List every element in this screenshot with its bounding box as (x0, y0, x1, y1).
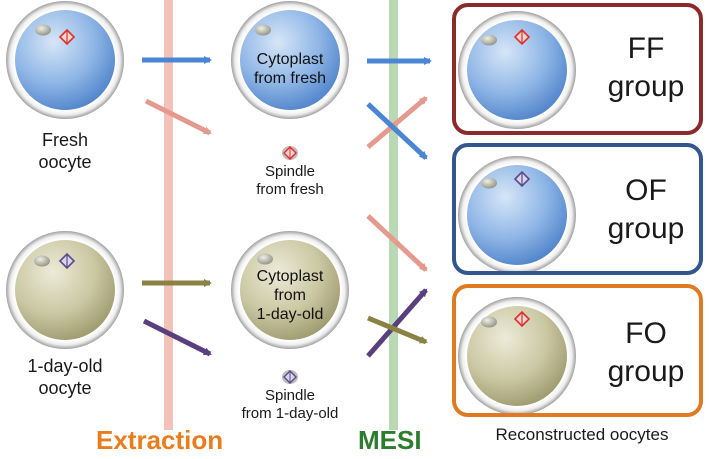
of-group-label: OF group (607, 174, 685, 245)
reconstructed-of-oocyte (458, 156, 576, 274)
spindle-icon (513, 310, 531, 328)
cytoplast-fresh-label: Cytoplast from fresh (253, 51, 326, 88)
spindle-old-label: Spindle from 1-day-old (241, 387, 339, 422)
mesi-step-label: MESI (358, 425, 422, 455)
extraction-step-label: Extraction (96, 425, 224, 455)
spindle-icon (58, 28, 76, 46)
fo-group-box (452, 284, 703, 417)
fo-spindle-arrow (366, 214, 428, 272)
fo-cytoplast-arrow (367, 315, 428, 345)
fresh-oocyte (6, 1, 124, 119)
ff-group-label: FF group (607, 32, 685, 103)
of-group-box (452, 143, 703, 275)
fo-group-label: FO group (607, 317, 685, 388)
cytoplast-old (231, 231, 349, 349)
fresh-to-spindle-arrow (144, 98, 212, 136)
old-oocyte (6, 231, 124, 349)
mesi-bar (389, 0, 398, 430)
reconstructed-oocytes-label: Reconstructed oocytes (495, 425, 669, 444)
spindle-fresh-label: Spindle from fresh (256, 163, 324, 198)
of-cytoplast-arrow (366, 102, 428, 160)
reconstructed-fo-oocyte (458, 297, 576, 415)
ff-spindle-arrow (366, 96, 428, 149)
fresh-oocyte-label: Fresh oocyte (38, 130, 92, 172)
spindle-fresh (282, 146, 298, 160)
cytoplast-fresh (231, 1, 349, 119)
old-oocyte-label: 1-day-old oocyte (27, 356, 103, 398)
spindle-old (282, 370, 298, 384)
reconstructed-ff-oocyte (458, 11, 576, 129)
of-spindle-arrow (366, 288, 428, 358)
ff-group-box (452, 3, 703, 135)
extraction-bar (164, 0, 173, 430)
spindle-icon (513, 28, 531, 46)
spindle-icon (513, 170, 531, 188)
cytoplast-old-label: Cytoplast from 1-day-old (256, 268, 324, 324)
spindle-icon (58, 252, 76, 270)
old-to-spindle-arrow (142, 318, 212, 357)
